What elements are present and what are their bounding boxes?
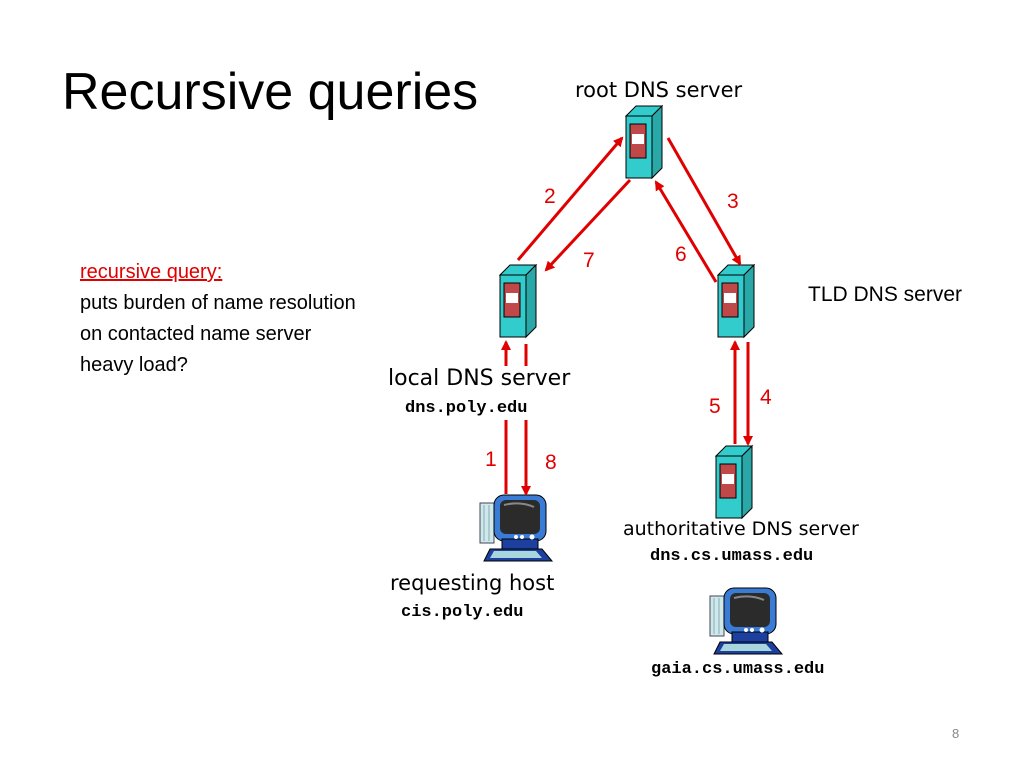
local-server-label: local DNS server xyxy=(388,366,571,391)
note-line: puts burden of name resolution xyxy=(80,292,356,314)
arrow-step-6 xyxy=(654,180,718,283)
root-server-label: root DNS server xyxy=(575,78,743,102)
root-server-icon xyxy=(625,105,663,179)
note-line: on contacted name server xyxy=(80,323,312,345)
requesting-host-label: requesting host xyxy=(390,571,555,595)
step-2-label: 2 xyxy=(544,185,556,208)
recursive-query-note: recursive query: puts burden of name res… xyxy=(80,257,356,381)
arrow-step-2 xyxy=(516,136,624,261)
arrow-step-7 xyxy=(544,178,632,272)
requesting-host-name: cis.poly.edu xyxy=(401,603,524,622)
step-3-label: 3 xyxy=(727,190,739,213)
local-server-host: dns.poly.edu xyxy=(405,399,528,418)
step-1-label: 1 xyxy=(485,448,497,471)
page-number: 8 xyxy=(952,726,960,741)
tld-server-icon xyxy=(717,264,755,338)
step-8-label: 8 xyxy=(545,451,557,474)
step-7-label: 7 xyxy=(583,249,595,272)
target-host-name: gaia.cs.umass.edu xyxy=(651,660,825,679)
step-5-label: 5 xyxy=(709,395,721,418)
authoritative-server-icon xyxy=(715,445,753,519)
authoritative-server-host: dns.cs.umass.edu xyxy=(650,547,814,566)
slide-title: Recursive queries xyxy=(62,63,479,121)
target-host-computer-icon xyxy=(709,587,783,655)
note-line: heavy load? xyxy=(80,354,188,376)
local-server-icon xyxy=(499,264,537,338)
authoritative-server-label: authoritative DNS server xyxy=(623,518,859,540)
arrow-step-3 xyxy=(666,137,742,266)
step-6-label: 6 xyxy=(675,243,687,266)
requesting-host-computer-icon xyxy=(479,494,553,562)
tld-server-label: TLD DNS server xyxy=(808,283,963,306)
note-heading: recursive query: xyxy=(80,261,223,283)
step-4-label: 4 xyxy=(760,386,772,409)
